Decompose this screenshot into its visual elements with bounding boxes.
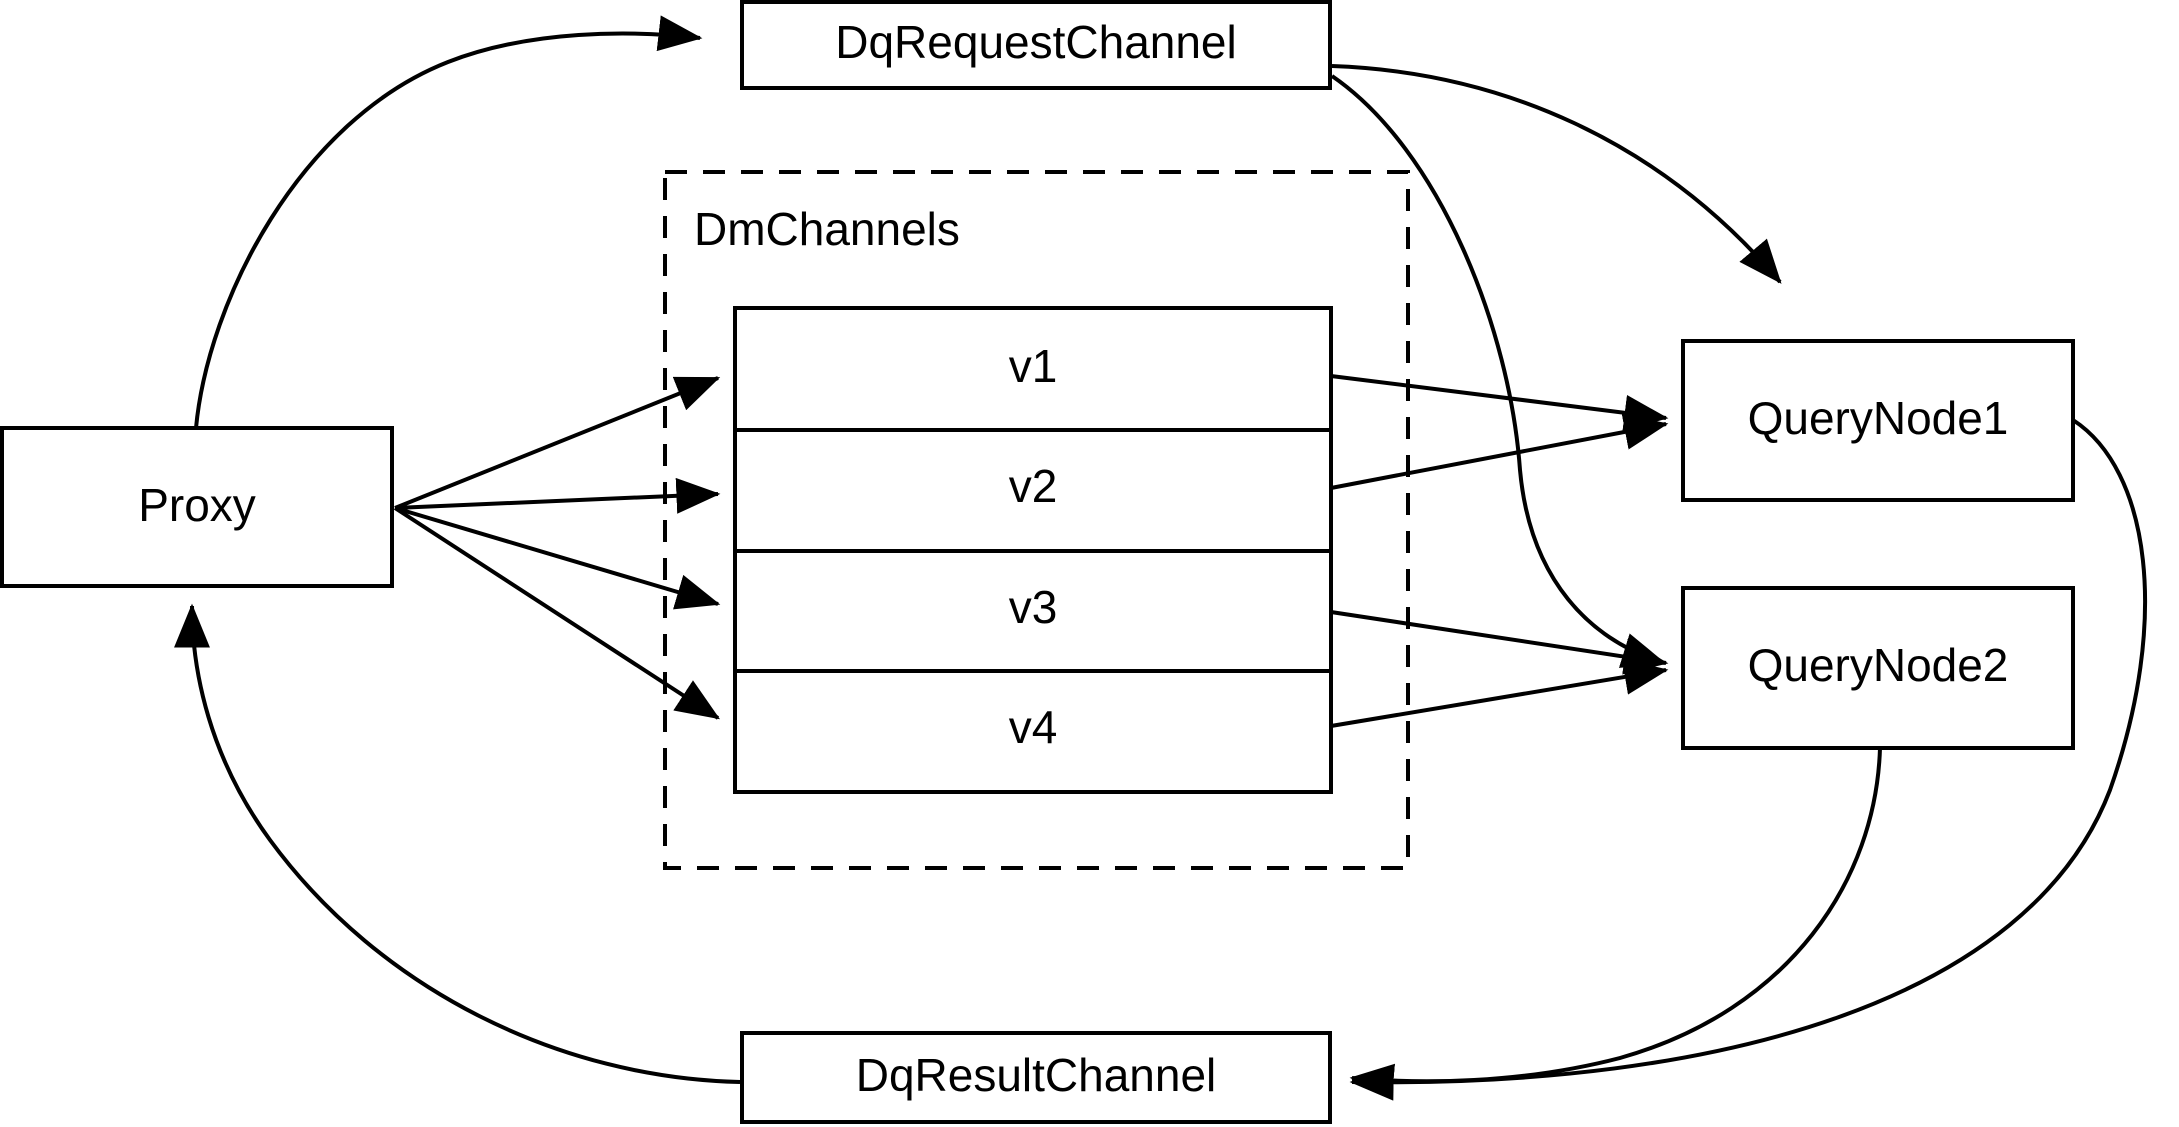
edge-proxy-to-v4 [393,506,721,720]
dmchannels-group-label: DmChannels [694,203,960,255]
edge-proxy-to-dqrequestchannel [194,15,703,429]
node-proxy[interactable] [0,426,394,588]
edge-querynode1-to-dqresultchannel [1349,418,2148,1101]
vchannel-cell-v2: v2 [1009,460,1058,512]
vchannel-cell-v4: v4 [1009,701,1058,753]
node-dqrequestchannel-label: DqRequestChannel [835,16,1237,68]
vchannel-cell-v3: v3 [1009,581,1058,633]
edge-querynode2-to-dqresultchannel [1349,747,1882,1100]
node-proxy-label: Proxy [138,479,256,531]
edge-proxy-to-v3 [394,506,721,610]
node-querynode2-label: QueryNode2 [1748,639,2009,691]
edge-dqrequestchannel-to-querynode2 [1330,74,1667,668]
edge-dqrequestchannel-to-querynode1 [1331,64,1782,284]
edge-v2-to-querynode1 [1330,414,1669,490]
edge-dqresultchannel-to-proxy [174,603,741,1084]
edge-proxy-to-v1 [394,376,721,510]
vchannel-cell-v1: v1 [1009,340,1058,392]
edge-v3-to-querynode2 [1330,610,1669,675]
edge-v1-to-querynode1 [1330,374,1669,431]
node-querynode1-label: QueryNode1 [1748,392,2009,444]
dmchannels-group-box [663,170,1410,870]
node-dqrequestchannel[interactable] [740,0,1332,90]
node-querynode2[interactable] [1681,586,2075,750]
edge-v4-to-querynode2 [1330,659,1669,728]
edge-proxy-to-v2 [394,477,721,514]
node-dqresultchannel-label: DqResultChannel [856,1049,1217,1101]
node-querynode1[interactable] [1681,339,2075,502]
node-dqresultchannel[interactable] [740,1031,1332,1124]
